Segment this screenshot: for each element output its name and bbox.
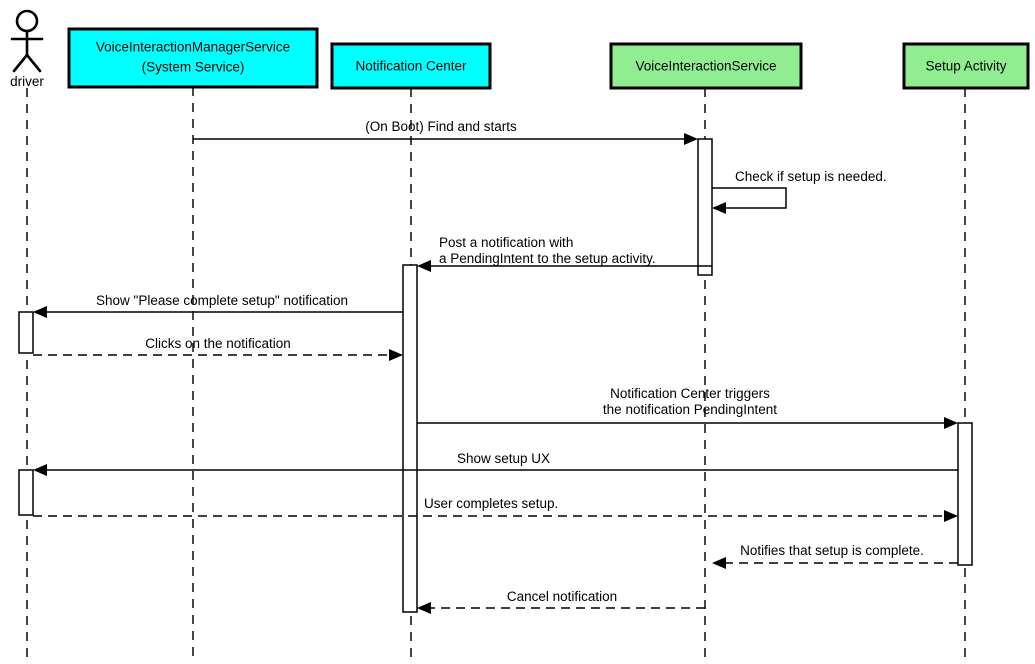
message-label-user-completes-setup: User completes setup. — [424, 496, 558, 511]
arrowhead-click-notification — [389, 349, 403, 361]
message-show-notification[interactable]: Show "Please complete setup" notificatio… — [33, 293, 403, 318]
arrowhead-check-setup — [712, 202, 726, 214]
actor-leg-left-icon — [12, 53, 29, 73]
arrowhead-post-notification — [417, 260, 431, 272]
message-label-click-notification: Clicks on the notification — [145, 336, 291, 351]
participant-setup-activity[interactable]: Setup Activity — [902, 42, 1030, 90]
message-user-completes-setup[interactable]: User completes setup. — [33, 496, 958, 522]
message-show-setup-ux[interactable]: Show setup UX — [33, 451, 958, 476]
message-on-boot[interactable]: (On Boot) Find and starts — [193, 119, 698, 145]
arrowhead-on-boot — [684, 133, 698, 145]
message-cancel-notification[interactable]: Cancel notification — [417, 589, 705, 614]
message-label-check-setup: Check if setup is needed. — [735, 169, 887, 184]
participant-notification-center[interactable]: Notification Center — [330, 42, 492, 90]
participant-box-setup-activity[interactable] — [902, 42, 1030, 90]
participant-box-vims[interactable] — [67, 27, 319, 89]
arrowhead-show-setup-ux — [33, 464, 47, 476]
message-label-post-notification-line2: a PendingIntent to the setup activity. — [439, 251, 656, 266]
arrowhead-show-notification — [33, 306, 47, 318]
participant-label-vims-line2: (System Service) — [142, 60, 245, 75]
participant-label-vis: VoiceInteractionService — [635, 59, 776, 74]
message-label-notifies-complete: Notifies that setup is complete. — [740, 543, 924, 558]
participant-label-notification-center: Notification Center — [355, 59, 467, 74]
participant-vis[interactable]: VoiceInteractionService — [609, 42, 803, 90]
participant-box-vis[interactable] — [609, 42, 803, 90]
activation-bar-driver-2 — [18, 469, 34, 516]
arrowhead-cancel-notification — [417, 602, 431, 614]
activation-bars-layer — [18, 138, 973, 613]
activation-bar-vis — [697, 138, 713, 276]
message-notifies-complete[interactable]: Notifies that setup is complete. — [712, 543, 958, 569]
participant-label-driver: driver — [10, 74, 44, 89]
actor-leg-right-icon — [25, 53, 42, 73]
message-label-show-notification: Show "Please complete setup" notificatio… — [96, 293, 348, 308]
message-post-notification[interactable]: Post a notification with a PendingIntent… — [417, 235, 712, 272]
participant-box-notification-center[interactable] — [330, 42, 492, 90]
message-label-post-notification-line1: Post a notification with — [439, 235, 573, 250]
activation-bar-notification-center — [402, 264, 418, 613]
arrowhead-trigger-pendingintent — [944, 417, 958, 429]
participant-driver[interactable]: driver — [10, 9, 44, 89]
participant-label-setup-activity: Setup Activity — [925, 59, 1006, 74]
activation-bar-driver-1 — [18, 311, 34, 354]
message-label-cancel-notification: Cancel notification — [507, 589, 617, 604]
arrowhead-user-completes-setup — [944, 510, 958, 522]
message-trigger-pendingintent[interactable]: Notification Center triggers the notific… — [417, 386, 958, 429]
message-label-on-boot: (On Boot) Find and starts — [365, 119, 517, 134]
message-label-show-setup-ux: Show setup UX — [457, 451, 550, 466]
arrowhead-notifies-complete — [712, 557, 726, 569]
participant-vims[interactable]: VoiceInteractionManagerService (System S… — [67, 27, 319, 89]
activation-bar-setup-activity — [957, 422, 973, 566]
participant-label-vims-line1: VoiceInteractionManagerService — [96, 40, 290, 55]
message-check-setup[interactable]: Check if setup is needed. — [712, 169, 887, 214]
message-label-trigger-pendingintent-line2: the notification PendingIntent — [603, 402, 777, 417]
message-click-notification[interactable]: Clicks on the notification — [33, 336, 403, 361]
message-line-check-setup — [712, 187, 787, 209]
actor-head-icon — [15, 9, 39, 33]
message-label-trigger-pendingintent-line1: Notification Center triggers — [610, 386, 770, 401]
